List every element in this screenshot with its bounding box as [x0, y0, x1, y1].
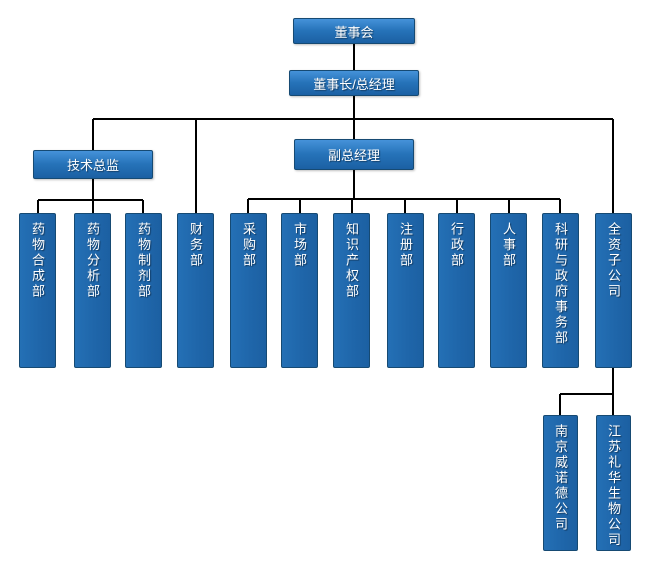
node-dept-research-gov-affairs: 科研与政府事务部: [542, 213, 579, 368]
node-dept-procurement: 采购部: [230, 213, 267, 368]
node-label: 注册部: [398, 222, 413, 269]
node-company-jiangsu-lihua-bio: 江苏礼华生物公司: [596, 415, 631, 551]
node-deputy-general-manager: 副总经理: [294, 139, 414, 170]
node-dept-drug-synthesis: 药物合成部: [19, 213, 56, 368]
node-dept-hr: 人事部: [490, 213, 527, 368]
node-label: 市场部: [292, 222, 307, 269]
node-label: 财务部: [188, 222, 203, 269]
node-label: 采购部: [241, 222, 256, 269]
node-company-nanjing-weinuode: 南京威诺德公司: [543, 415, 578, 551]
node-label: 药物合成部: [30, 222, 45, 300]
node-label: 药物分析部: [85, 222, 100, 300]
node-label: 药物制剂部: [136, 222, 151, 300]
node-dept-drug-analysis: 药物分析部: [74, 213, 111, 368]
node-technical-director: 技术总监: [33, 150, 153, 179]
node-board-of-directors: 董事会: [293, 18, 415, 44]
node-label: 董事长/总经理: [313, 76, 395, 92]
node-label: 行政部: [449, 222, 464, 269]
node-label: 人事部: [501, 222, 516, 269]
node-dept-finance: 财务部: [177, 213, 214, 368]
node-dept-administration: 行政部: [438, 213, 475, 368]
node-label: 全资子公司: [606, 222, 621, 300]
node-chairman-general-manager: 董事长/总经理: [289, 70, 419, 96]
node-label: 江苏礼华生物公司: [606, 424, 621, 548]
node-label: 科研与政府事务部: [553, 222, 568, 346]
node-label: 技术总监: [66, 158, 119, 173]
node-label: 董事会: [334, 24, 374, 40]
node-label: 南京威诺德公司: [553, 424, 568, 533]
node-label: 副总经理: [327, 148, 380, 163]
node-dept-registration: 注册部: [387, 213, 424, 368]
node-dept-intellectual-property: 知识产权部: [333, 213, 370, 368]
node-dept-drug-formulation: 药物制剂部: [125, 213, 162, 368]
node-dept-marketing: 市场部: [281, 213, 318, 368]
node-wholly-owned-subsidiary: 全资子公司: [595, 213, 632, 368]
node-label: 知识产权部: [344, 222, 359, 300]
